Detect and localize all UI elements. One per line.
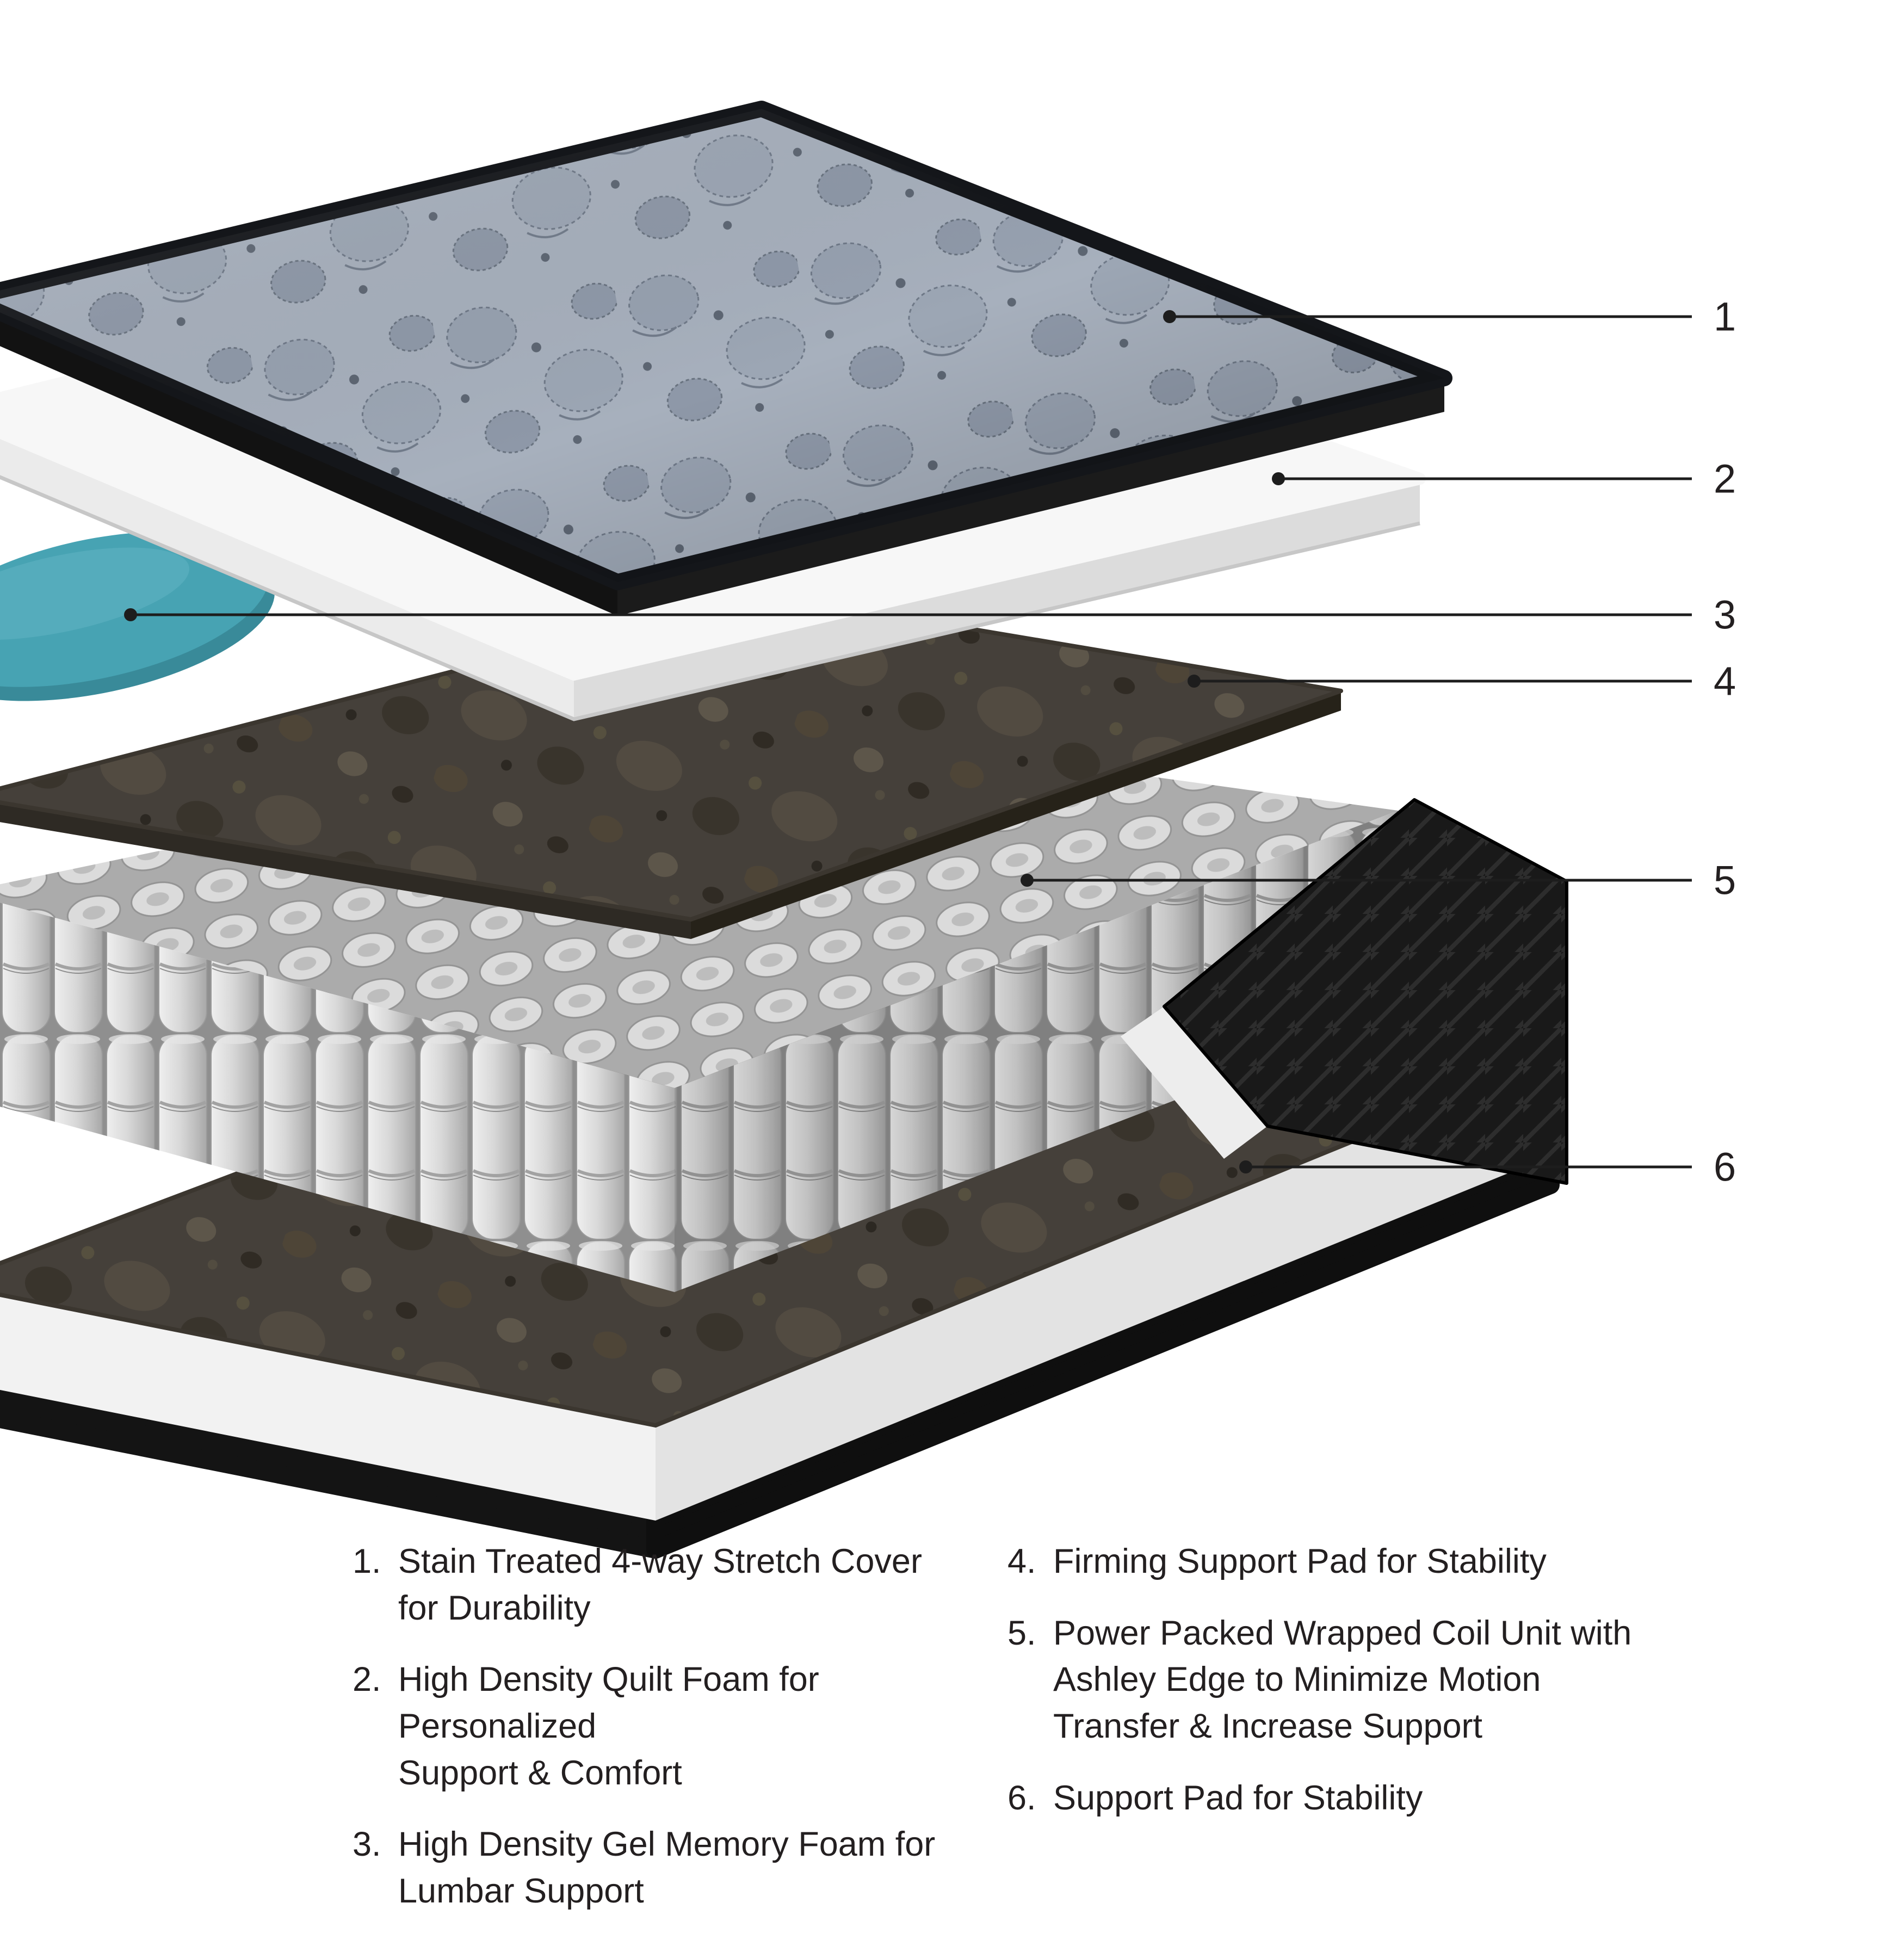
legend-item-6: 6. Support Pad for Stability xyxy=(1007,1775,1813,1822)
legend-item-text: Support Pad for Stability xyxy=(1053,1778,1423,1817)
support-pad-edge-right xyxy=(691,691,1341,939)
coil-front-left xyxy=(0,903,675,1292)
mattress-cover-layer xyxy=(0,101,1452,616)
legend-item-number: 6. xyxy=(1007,1778,1036,1817)
legend-item-4: 4. Firming Support Pad for Stability xyxy=(1007,1539,1813,1585)
legend-item-1: 1. Stain Treated 4-way Stretch Cover for… xyxy=(353,1539,994,1632)
base-foam-side-left xyxy=(0,1294,656,1521)
quilt-foam-bottom-line xyxy=(0,475,1420,721)
legend-item-number: 2. xyxy=(353,1660,381,1699)
legend-item-number: 1. xyxy=(353,1542,381,1580)
legend-item-text: High Density Quilt Foam for Personalized… xyxy=(398,1660,819,1792)
legend-item-2: 2. High Density Quilt Foam for Personali… xyxy=(353,1657,994,1796)
cover-edge-right xyxy=(617,378,1444,616)
gel-foam-highlight xyxy=(0,547,189,640)
callout-number-5: 5 xyxy=(1714,857,1737,903)
legend-item-3: 3. High Density Gel Memory Foam for Lumb… xyxy=(353,1821,994,1914)
legend-item-5: 5. Power Packed Wrapped Coil Unit with A… xyxy=(1007,1610,1813,1750)
base-foam-side-right xyxy=(656,1061,1550,1521)
callout-number-6: 6 xyxy=(1714,1144,1737,1190)
support-pad-edge-left xyxy=(0,802,691,939)
callout-number-3: 3 xyxy=(1714,592,1737,638)
callout-number-1: 1 xyxy=(1714,294,1737,339)
legend-column-right: 4. Firming Support Pad for Stability 5. … xyxy=(1007,1539,1813,1846)
callout-number-4: 4 xyxy=(1714,658,1737,704)
legend-item-number: 3. xyxy=(353,1825,381,1864)
legend-item-number: 5. xyxy=(1007,1614,1036,1652)
coil-right-shading xyxy=(675,811,1398,1292)
coil-unit-layer xyxy=(0,724,1568,1292)
legend-column-left: 1. Stain Treated 4-way Stretch Cover for… xyxy=(353,1539,994,1940)
legend-item-text: High Density Gel Memory Foam for Lumbar … xyxy=(398,1825,936,1911)
edge-white-strip xyxy=(1121,1006,1268,1159)
coil-front-right xyxy=(675,811,1398,1292)
ashley-edge-wedge xyxy=(1163,798,1568,1185)
quilt-foam-side-left xyxy=(0,433,574,719)
legend-item-number: 4. xyxy=(1007,1542,1036,1580)
legend-item-text: Power Packed Wrapped Coil Unit with Ashl… xyxy=(1053,1614,1632,1746)
gel-foam-layer xyxy=(0,532,275,701)
cover-shading xyxy=(0,109,1444,582)
quilt-foam-side-right xyxy=(574,479,1420,719)
legend-item-text: Firming Support Pad for Stability xyxy=(1053,1542,1547,1580)
legend-item-text: Stain Treated 4-way Stretch Cover for Du… xyxy=(398,1542,922,1627)
support-pad-layer xyxy=(0,591,1343,939)
callout-lines xyxy=(124,310,1692,1173)
callout-number-2: 2 xyxy=(1714,456,1737,502)
